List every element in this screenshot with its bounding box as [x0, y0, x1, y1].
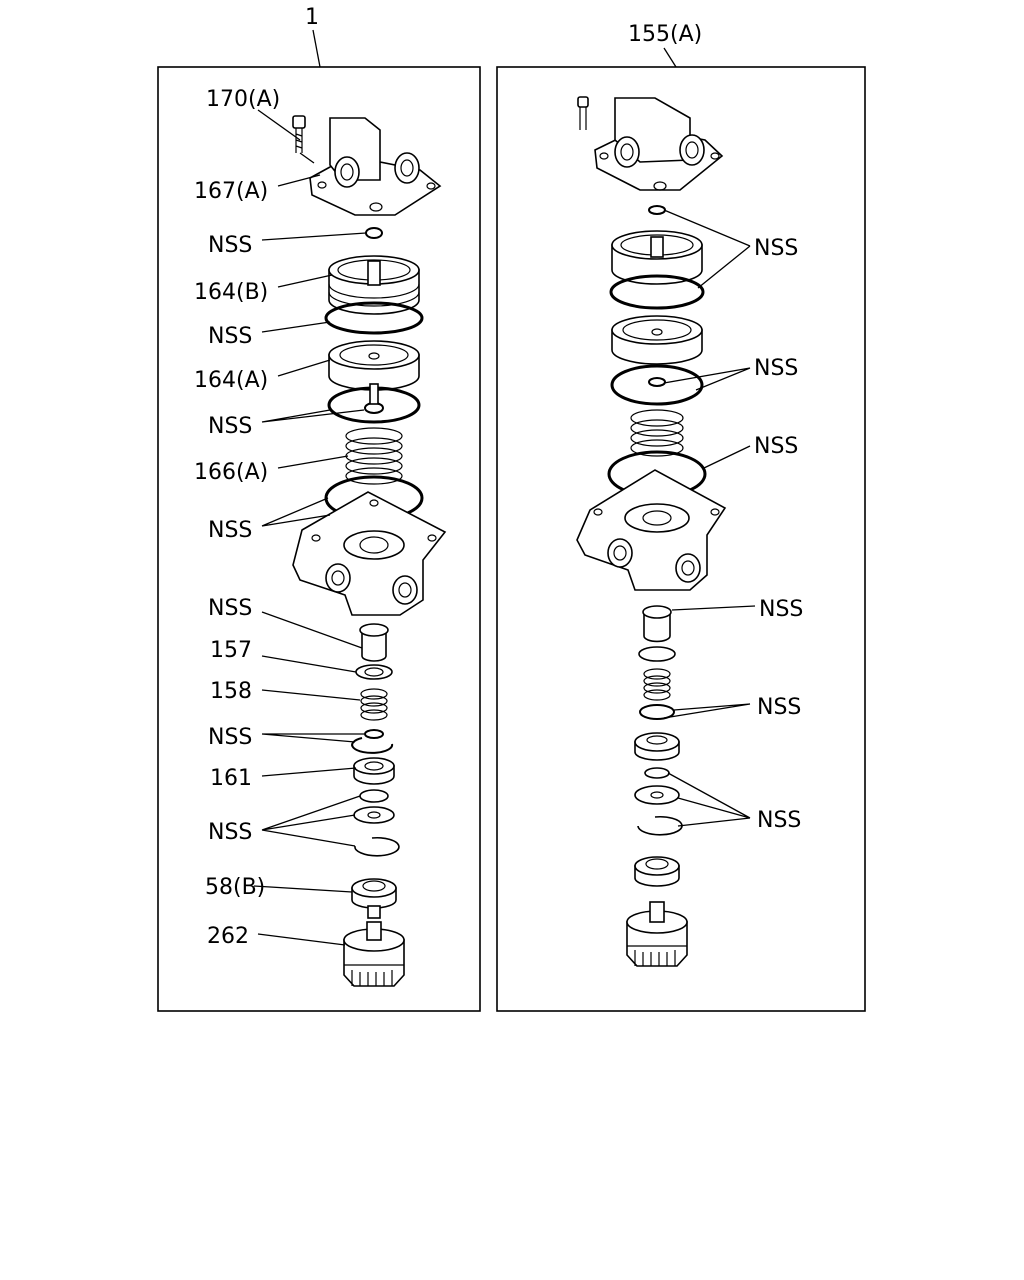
- guide-sleeve-right: [642, 605, 672, 643]
- callout-164b: 164(B): [194, 280, 268, 305]
- assembly-155a-label: 155(A): [628, 22, 702, 47]
- left-assembly-frame: [157, 66, 481, 1012]
- o-ring-lower-small-right: [648, 377, 666, 387]
- seat-right: [634, 732, 680, 761]
- callout-170a: 170(A): [206, 87, 280, 112]
- callout-right-nss-mid-rings: NSS: [754, 356, 798, 381]
- cap-right: [626, 901, 688, 967]
- right-exploded-view: [576, 96, 727, 967]
- callout-161: 161: [210, 766, 252, 791]
- valve-body-left: [292, 491, 447, 616]
- callout-right-nss-top-rings: NSS: [754, 236, 798, 261]
- right-leaders: [663, 209, 756, 827]
- stem-164a: [369, 383, 379, 405]
- callout-157: 157: [210, 638, 252, 663]
- seal-small-top-right: [648, 205, 666, 215]
- callout-nss-seal-top: NSS: [208, 233, 252, 258]
- callout-nss-clips: NSS: [208, 725, 252, 750]
- o-ring-lower-right: [610, 364, 704, 406]
- callout-166a: 166(A): [194, 460, 268, 485]
- left-leaders: [253, 109, 367, 946]
- piston-164a: [328, 340, 420, 391]
- spring-right: [630, 409, 684, 457]
- valve-body-right: [576, 469, 727, 591]
- callout-nss-rings-a: NSS: [208, 414, 252, 439]
- left-exploded-view: [292, 115, 447, 987]
- washer-b-hole-right: [650, 791, 664, 799]
- bolt-170a: [292, 115, 306, 153]
- o-ring-upper-right: [609, 274, 705, 310]
- left-callouts: 170(A) 167(A) NSS 164(B) NSS 164(A) NSS …: [194, 87, 280, 949]
- right-callouts: NSS NSS NSS NSS NSS NSS: [754, 236, 803, 833]
- assembly-155a-leader: [663, 47, 677, 68]
- callout-right-nss-washers: NSS: [757, 808, 801, 833]
- spring-166a: [345, 427, 403, 485]
- spring-158: [360, 688, 388, 721]
- washer-a-left: [359, 789, 389, 803]
- snap-ring-b-left: [351, 737, 394, 754]
- assembly-1-label: 1: [305, 5, 319, 30]
- washer-b-hole-left: [367, 811, 381, 819]
- callout-nss-washers: NSS: [208, 820, 252, 845]
- seal-small-top: [365, 227, 383, 239]
- bolt-right: [577, 96, 589, 130]
- seat-lower-right: [634, 856, 680, 887]
- piston-164b: [328, 255, 420, 315]
- circlip-left: [354, 836, 400, 857]
- right-assembly-frame: [496, 66, 866, 1012]
- circlip-right: [637, 815, 683, 836]
- callout-right-nss-guide: NSS: [759, 597, 803, 622]
- spring-small-right: [643, 668, 671, 701]
- snap-ring-right: [639, 704, 675, 720]
- seat-161: [353, 757, 395, 785]
- piston-upper-right: [611, 230, 703, 285]
- washer-b-left: [353, 806, 395, 824]
- callout-nss-ring-b: NSS: [208, 324, 252, 349]
- snap-ring-a-left: [364, 729, 384, 739]
- callout-right-nss-body-ring: NSS: [754, 434, 798, 459]
- o-ring-164b: [324, 301, 424, 335]
- callout-right-nss-clip: NSS: [757, 695, 801, 720]
- guide-sleeve-left: [359, 623, 389, 662]
- assembly-1-leader: [312, 29, 321, 68]
- callout-164a: 164(A): [194, 368, 268, 393]
- callout-nss-body-rings: NSS: [208, 518, 252, 543]
- callout-nss-guide: NSS: [208, 596, 252, 621]
- valve-157: [355, 664, 393, 680]
- seat-58b: [351, 878, 397, 919]
- callout-58b: 58(B): [205, 875, 265, 900]
- valve-right: [638, 646, 676, 662]
- washer-a-right: [644, 767, 670, 779]
- cover-right: [594, 97, 724, 191]
- piston-lower-right: [611, 315, 703, 365]
- callout-262: 262: [207, 924, 249, 949]
- cover-167a: [309, 117, 442, 216]
- washer-b-right: [634, 785, 680, 805]
- callout-167a: 167(A): [194, 179, 268, 204]
- callout-158: 158: [210, 679, 252, 704]
- cap-262: [343, 921, 405, 987]
